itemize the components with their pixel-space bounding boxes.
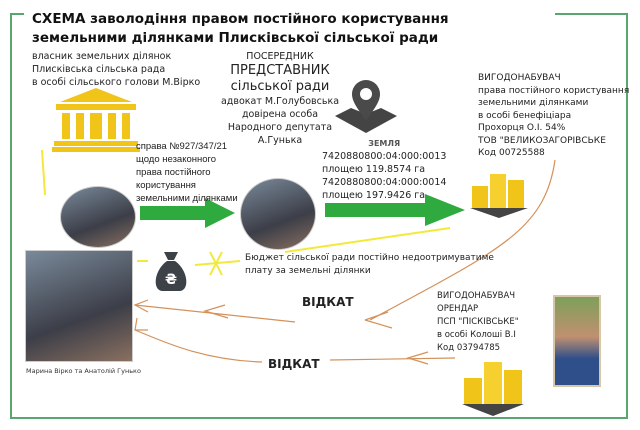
kickback-label: ВІДКАТ — [302, 295, 354, 309]
company-building-icon — [462, 362, 524, 416]
green-arrow — [140, 198, 235, 228]
land-line: 7420880800:04:000:0013 — [322, 151, 447, 162]
kickback-label: ВІДКАТ — [268, 357, 320, 371]
frame — [10, 13, 628, 419]
cross-icon — [209, 251, 223, 276]
diagram-title: СХЕМА заволодіння правом постійного кори… — [32, 10, 449, 48]
intermediary-line: А.Гунька — [257, 135, 303, 146]
owner-line: в особі сільського голови М.Вірко — [32, 77, 201, 88]
beneficiary-line: в особі Колоші В.І — [437, 330, 516, 340]
beneficiary-line: ТОВ "ВЕЛИКОЗАГОРІВСЬКЕ — [478, 135, 606, 146]
beneficiary1-block: ВИГОДОНАБУВАЧ права постійного користува… — [478, 72, 629, 160]
beneficiary-line: ОРЕНДАР — [437, 304, 479, 314]
case-line: справа №927/347/21 — [136, 141, 228, 152]
land-line: 7420880800:04:000:0014 — [322, 177, 447, 188]
company-building-icon — [470, 174, 528, 218]
owner-line: Плисківська сільська рада — [32, 64, 166, 75]
land-block: ЗЕМЛЯ 7420880800:04:000:0013 площею 119.… — [322, 137, 446, 202]
yellow-line — [41, 149, 46, 196]
yellow-line — [284, 227, 451, 253]
photo-kolosha — [553, 295, 601, 387]
intermediary-line: Народного депутата — [227, 122, 333, 133]
frame-top — [555, 13, 628, 15]
case-line: користування — [136, 180, 196, 191]
intermediary-line: адвокат М.Голубовська — [220, 96, 340, 107]
photo-virko — [60, 186, 136, 248]
case-line: права постійного — [136, 167, 211, 178]
land-line: площею 119.8574 га — [322, 164, 426, 175]
beneficiary-line: ВИГОДОНАБУВАЧ — [478, 73, 561, 83]
intermediary-role: ПРЕДСТАВНИК — [230, 63, 330, 78]
green-arrow — [325, 194, 465, 226]
budget-line: плату за земельні ділянки — [245, 266, 371, 276]
beneficiary-line: Прохорця О.І. 54% — [478, 123, 566, 133]
beneficiary-line: Код 00725588 — [478, 148, 545, 158]
beneficiary-line: права постійного користування — [478, 85, 630, 96]
svg-text:₴: ₴ — [165, 272, 177, 288]
intermediary-role: сільської ради — [230, 79, 330, 94]
title-line: СХЕМА заволодіння правом постійного кори… — [32, 11, 449, 27]
kickback-curve — [134, 329, 263, 363]
beneficiary-line: ВИГОДОНАБУВАЧ — [437, 291, 516, 301]
budget-text: Бюджет сільської ради постійно недоотрим… — [245, 252, 494, 278]
beneficiary2-block: ВИГОДОНАБУВАЧ ОРЕНДАР ПСП "ПІСКІВСЬКЕ" в… — [437, 290, 519, 355]
land-label: ЗЕМЛЯ — [368, 139, 401, 148]
beneficiary-line: Код 03794785 — [437, 343, 501, 353]
case-line: щодо незаконного — [136, 154, 217, 165]
kickback-line — [329, 357, 456, 361]
photo-caption: Марина Вірко та Анатолій Гунько — [26, 367, 141, 375]
beneficiary-line: ПСП "ПІСКІВСЬКЕ" — [437, 317, 519, 327]
kickback-curve — [369, 159, 556, 321]
intermediary-block: ПОСЕРЕДНИК ПРЕДСТАВНИК сільської ради ад… — [210, 50, 350, 147]
council-building-icon — [52, 88, 140, 152]
map-pin-icon — [335, 80, 397, 133]
case-line: земельними ділянками — [136, 193, 238, 204]
money-bag-icon: ₴ — [155, 252, 187, 291]
beneficiary-line: земельними ділянками — [478, 98, 589, 108]
photo-holubovska — [240, 178, 316, 250]
frame-top — [10, 13, 24, 15]
budget-line: Бюджет сільської ради постійно недоотрим… — [245, 253, 494, 263]
intermediary-line: довірена особа — [241, 109, 319, 120]
beneficiary-line: в особі бенефіціара — [478, 110, 572, 121]
owner-line: власник земельних ділянок — [32, 51, 172, 62]
title-line: земельними ділянками Плисківської сільсь… — [32, 30, 439, 46]
intermediary-label: ПОСЕРЕДНИК — [246, 51, 314, 62]
case-text: справа №927/347/21 щодо незаконного прав… — [136, 140, 238, 205]
owner-text: власник земельних ділянок Плисківська сі… — [32, 50, 200, 89]
land-line: площею 197.9426 га — [322, 190, 426, 201]
photo-virko-hunko — [25, 250, 133, 362]
yellow-line — [194, 260, 241, 266]
